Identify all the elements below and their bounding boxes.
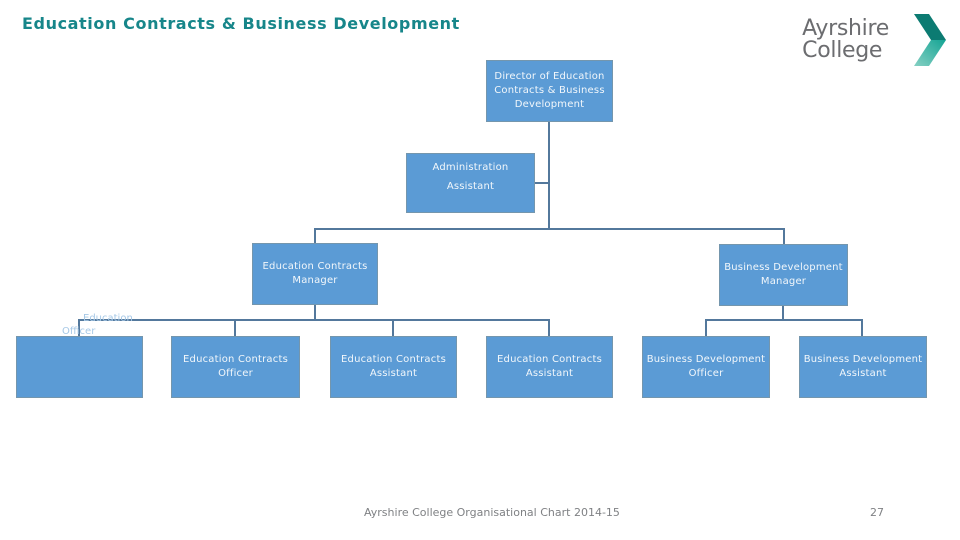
org-node-ec-assistant-1-label: Education Contracts Assistant [341,354,446,379]
chevron-right-icon [914,14,946,66]
connector-director-down [548,122,550,229]
org-node-bd-officer: Business Development Officer [642,336,770,398]
connector-drop-bd-assistant [861,319,863,337]
org-node-ec-assistant-2: Education Contracts Assistant [486,336,613,398]
org-node-ec-officer-label: Education Contracts Officer [183,354,288,379]
org-node-ec-manager: Education Contracts Manager [252,243,378,305]
org-node-director: Director of Education Contracts & Busine… [486,60,613,122]
ayrshire-college-logo: Ayrshire College [802,13,947,67]
connector-bd-children-horizontal [705,319,863,321]
connector-drop-bd-manager [783,228,785,245]
logo-wordmark: Ayrshire College [802,18,889,62]
connector-drop-ec-assistant-2 [548,319,550,337]
org-node-bd-officer-label: Business Development Officer [646,354,766,379]
org-node-ec-assistant-2-label: Education Contracts Assistant [497,354,602,379]
logo-word-college: College [802,38,883,63]
org-node-bd-assistant: Business Development Assistant [799,336,927,398]
connector-drop-ec-manager [314,228,316,244]
connector-drop-ec-assistant-1 [392,319,394,337]
connector-ec-manager-down [314,305,316,320]
org-node-admin-assistant-label: Administration Assistant [432,162,509,192]
connector-admin-stub [535,182,550,184]
org-node-ec-manager-label: Education Contracts Manager [262,261,368,286]
org-node-ec-assistant-1: Education Contracts Assistant [330,336,457,398]
org-node-blank-box [16,336,143,398]
connector-drop-ec-officer [234,319,236,337]
connector-drop-bd-officer [705,319,707,337]
footer-caption: Ayrshire College Organisational Chart 20… [364,506,620,519]
floating-label-line1: Education [83,313,133,324]
floating-label-line2: Officer [62,326,96,337]
org-node-bd-manager: Business Development Manager [719,244,848,306]
connector-ec-children-horizontal [78,319,550,321]
connector-bd-manager-down [782,306,784,321]
connector-managers-horizontal [314,228,785,230]
org-node-director-label: Director of Education Contracts & Busine… [494,71,605,110]
org-node-admin-assistant: Administration Assistant [406,153,535,213]
page-number: 27 [870,506,884,519]
slide-title: Education Contracts & Business Developme… [22,14,460,33]
connector-drop-blank-box [78,319,80,337]
org-node-bd-manager-label: Business Development Manager [724,262,843,287]
org-node-bd-assistant-label: Business Development Assistant [803,354,923,379]
logo-word-ayrshire: Ayrshire [802,16,889,41]
org-node-ec-officer: Education Contracts Officer [171,336,300,398]
